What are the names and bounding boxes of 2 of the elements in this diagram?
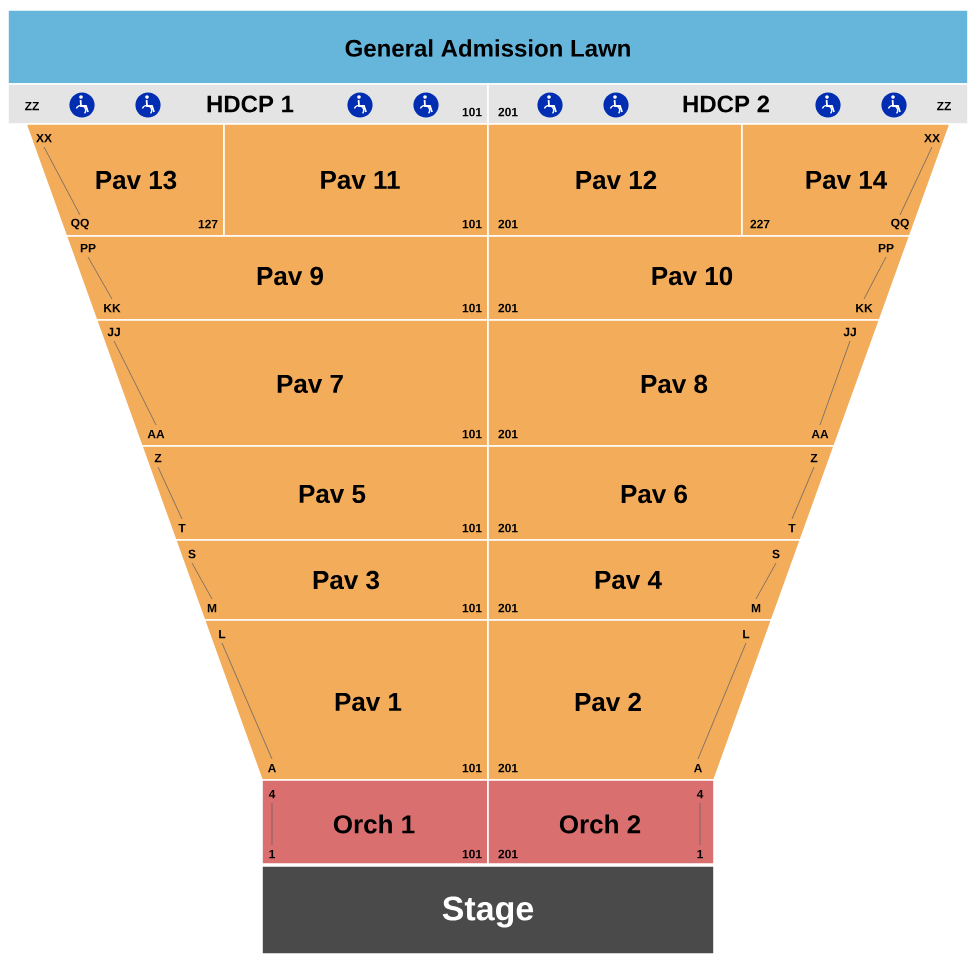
stage: Stage [261, 865, 715, 955]
lawn-section: General Admission Lawn [7, 9, 969, 85]
